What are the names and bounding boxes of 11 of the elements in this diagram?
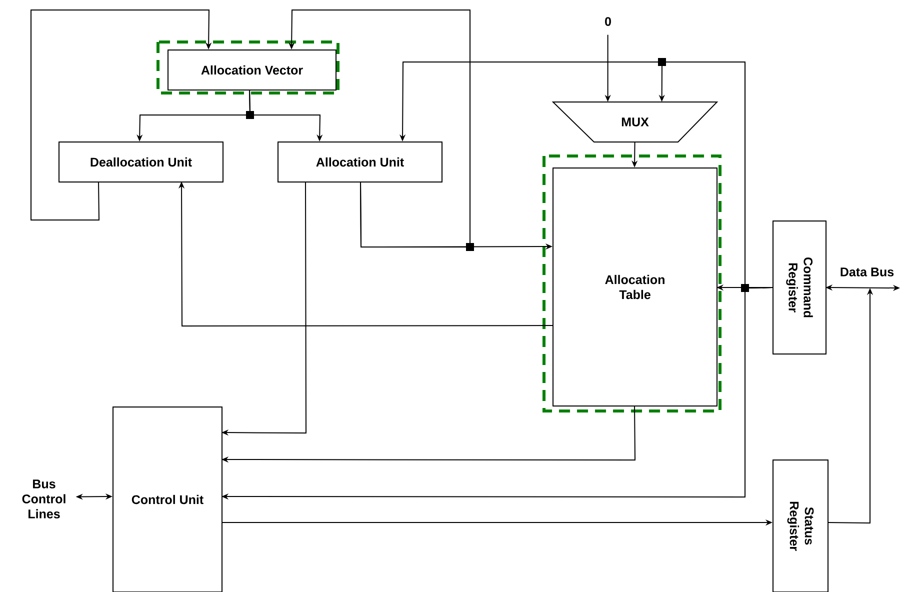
register-box: Status Register (772, 460, 828, 592)
text-label: Bus Control Lines (22, 480, 66, 518)
block-box: Allocation Vector (168, 50, 336, 90)
arrow (30, 10, 212, 220)
block-box: Deallocation Unit (58, 142, 224, 182)
text-label: 0 (605, 17, 611, 26)
block-box: Control Unit (112, 406, 222, 592)
block-box: Allocation Table (552, 168, 718, 406)
block-box: Allocation Unit (278, 142, 442, 182)
bus-label: Data Bus (840, 268, 894, 276)
register-box: Command Register (772, 220, 826, 354)
